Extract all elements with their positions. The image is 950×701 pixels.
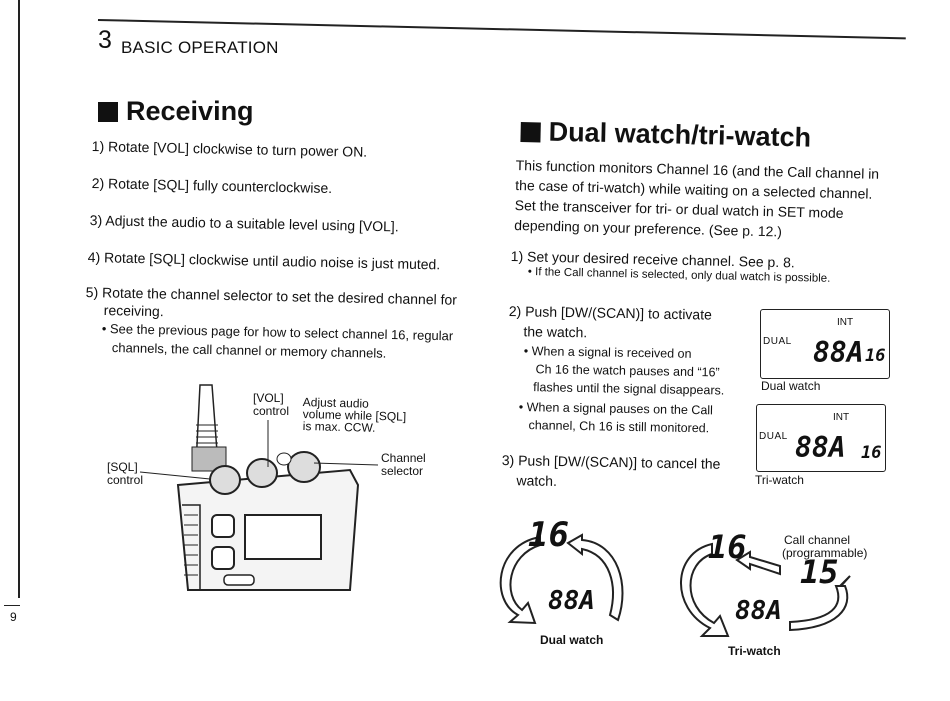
lcd-dual-watch: INT DUAL 88A 16	[760, 309, 890, 379]
dual-step-2-bullets-a: • When a signal is received on Ch 16 the…	[523, 342, 725, 400]
dual-watch-heading-text: Dual watch/tri-watch	[548, 116, 812, 153]
dual-step-2-line: the watch.	[523, 323, 588, 341]
diagram-dual-top: 16	[528, 515, 569, 555]
call-channel-label-2: (programmable)	[782, 546, 868, 560]
bullet-line: channel, Ch 16 is still monitored.	[528, 418, 710, 436]
vol-label: [VOL]	[253, 391, 284, 405]
lcd-dual-caption: Dual watch	[761, 379, 821, 393]
diagram-tri-call: 15	[800, 553, 839, 591]
radio-illustration	[139, 384, 379, 591]
dual-step-3-line: watch.	[516, 472, 558, 489]
lcd-dual-tag: DUAL	[763, 336, 792, 347]
sql-label: [SQL]	[107, 460, 138, 474]
heading-square-icon	[520, 121, 541, 142]
bullet-line: flashes until the signal disappears.	[533, 380, 725, 398]
receiving-heading-text: Receiving	[126, 96, 254, 126]
diagram-dual-caption: Dual watch	[540, 633, 604, 647]
lcd-dual-tag: DUAL	[759, 431, 788, 442]
lcd-main-digits: 88A	[795, 431, 846, 464]
diagram-dual-bottom: 88A	[548, 586, 595, 616]
dual-step-2-bullets-b: • When a signal pauses on the Call chann…	[518, 398, 713, 437]
vol-label-2: control	[253, 404, 290, 418]
lcd-main-digits: 88A	[813, 336, 864, 369]
receiving-step-5-cont: receiving.	[103, 301, 164, 320]
lcd-channel-digits: 16	[865, 346, 886, 366]
diagram-tri-top: 16	[708, 528, 747, 566]
receiving-step-2: 2) Rotate [SQL] fully counterclockwise.	[91, 174, 333, 197]
page-number: 9	[10, 610, 17, 624]
page-number-rule	[4, 605, 20, 606]
chapter-rule	[97, 19, 906, 40]
margin-line	[18, 0, 20, 598]
receiving-step-3: 3) Adjust the audio to a suitable level …	[89, 211, 399, 235]
tri-watch-cycle-arrows	[680, 542, 851, 637]
channel-selector-label: Channel	[381, 451, 426, 465]
call-channel-label: Call channel	[784, 533, 851, 547]
adjust-label-3: is max. CCW.	[302, 418, 376, 435]
lcd-int-label: INT	[833, 412, 850, 423]
lcd-tri-watch: INT DUAL 88A 16	[756, 404, 886, 472]
lcd-channel-digits: 16	[861, 443, 882, 463]
heading-square-icon	[98, 101, 118, 122]
lcd-int-label: INT	[837, 317, 854, 328]
receiving-step-4: 4) Rotate [SQL] clockwise until audio no…	[87, 248, 441, 273]
dual-watch-heading: Dual watch/tri-watch	[520, 116, 811, 154]
sql-label-2: control	[107, 473, 144, 487]
receiving-heading: Receiving	[98, 96, 254, 127]
chapter-title: BASIC OPERATION	[121, 38, 279, 57]
lcd-tri-caption: Tri-watch	[755, 473, 804, 487]
channel-selector-label-2: selector	[381, 464, 424, 478]
dual-watch-cycle-arrows	[499, 533, 624, 625]
diagram-tri-caption: Tri-watch	[728, 644, 781, 658]
receiving-step-1: 1) Rotate [VOL] clockwise to turn power …	[91, 137, 368, 160]
dual-step-2: 2) Push [DW/(SCAN)] to activate the watc…	[508, 301, 712, 345]
dual-intro: This function monitors Channel 16 (and t…	[514, 155, 896, 244]
chapter-number: 3	[98, 26, 112, 54]
dual-step-3: 3) Push [DW/(SCAN)] to cancel the watch.	[501, 450, 721, 494]
diagram-tri-bottom: 88A	[735, 596, 782, 626]
